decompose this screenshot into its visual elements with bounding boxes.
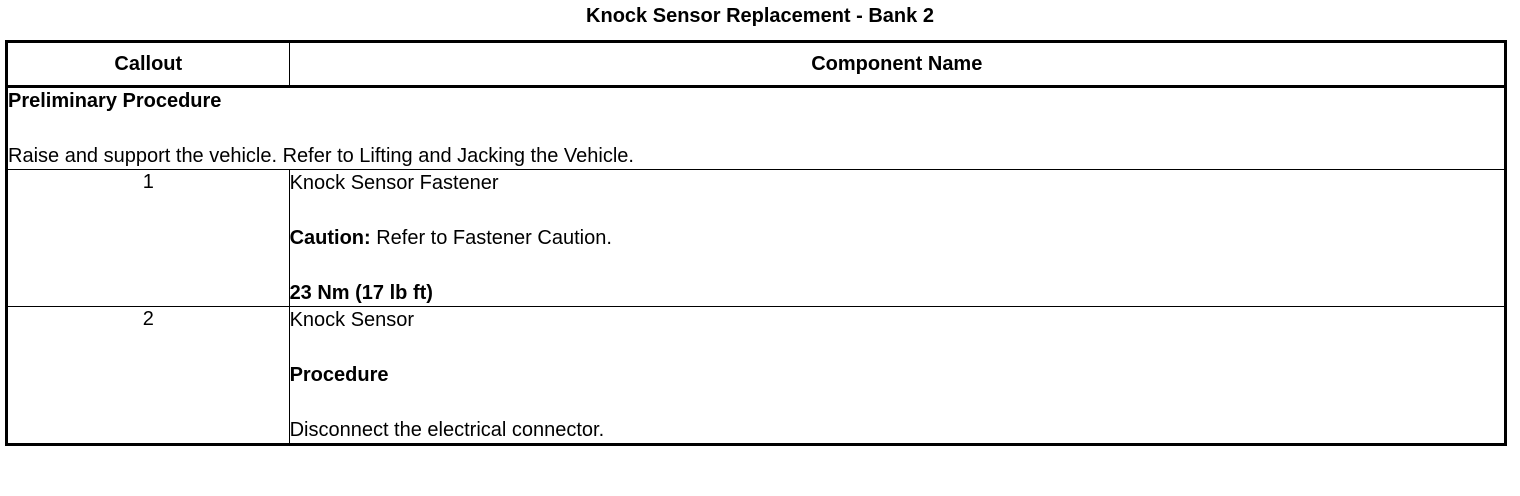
callout-number-1: 1	[6, 169, 290, 307]
caution-label-1: Caution:	[289, 227, 371, 249]
column-header-component-name: Component Name	[288, 41, 1507, 88]
column-header-callout: Callout	[6, 41, 290, 88]
table-row: 2 Knock Sensor Procedure Disconnect the …	[6, 306, 1507, 445]
component-table: Callout Component Name Preliminary Proce…	[5, 40, 1507, 446]
component-name-2: Knock Sensor	[289, 309, 415, 331]
callout-number-2: 2	[6, 306, 290, 445]
preliminary-procedure-row: Preliminary Procedure Raise and support …	[6, 86, 1506, 170]
torque-spec-1: 23 Nm (17 lb ft)	[289, 282, 433, 304]
page-title: Knock Sensor Replacement - Bank 2	[586, 5, 934, 27]
caution-note-1: Caution: Refer to Fastener Caution.	[290, 225, 1504, 251]
preliminary-procedure-cell: Preliminary Procedure Raise and support …	[6, 86, 1506, 170]
component-cell-2: Knock Sensor Procedure Disconnect the el…	[288, 306, 1507, 445]
caution-text-1: Refer to Fastener Caution.	[370, 227, 612, 249]
table-row: 1 Knock Sensor Fastener Caution: Refer t…	[6, 169, 1507, 307]
preliminary-procedure-text: Raise and support the vehicle. Refer to …	[8, 145, 634, 167]
procedure-step-2: Disconnect the electrical connector.	[289, 419, 605, 441]
component-name-1: Knock Sensor Fastener	[289, 172, 499, 194]
table-header-row: Callout Component Name	[6, 41, 1507, 88]
procedure-label-2: Procedure	[289, 364, 389, 386]
component-cell-1: Knock Sensor Fastener Caution: Refer to …	[288, 169, 1507, 307]
preliminary-procedure-heading: Preliminary Procedure	[8, 90, 222, 112]
